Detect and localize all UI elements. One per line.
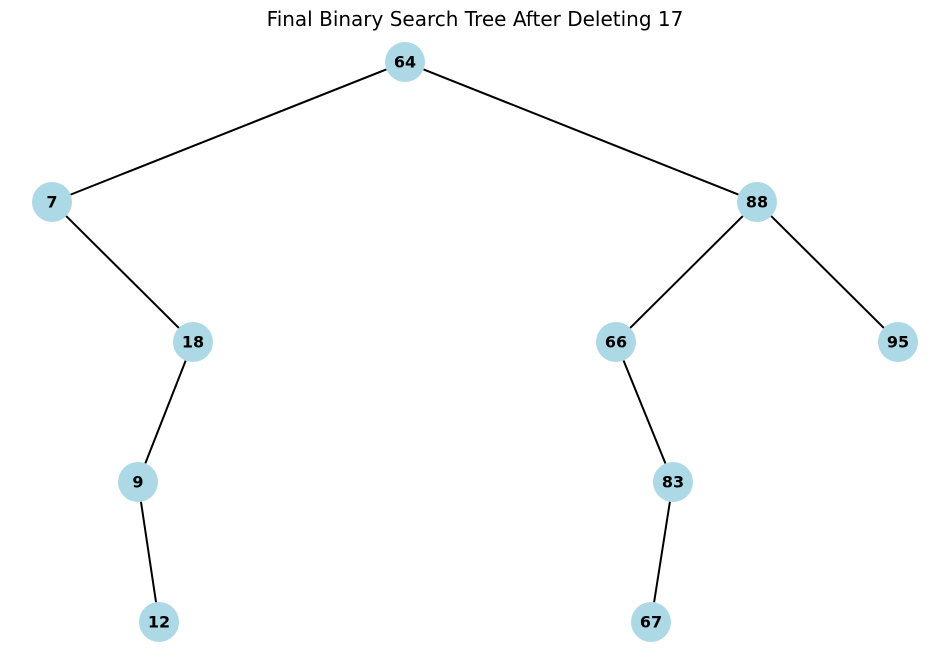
edge-64-7 — [70, 68, 387, 196]
node-circle — [631, 602, 671, 642]
node-circle — [385, 42, 425, 82]
edge-18-9 — [144, 360, 187, 464]
nodes-layer: 64 7 88 18 66 95 9 83 12 67 — [32, 42, 918, 642]
node-circle — [118, 462, 158, 502]
node-label: 88 — [746, 193, 768, 212]
tree-node-83: 83 — [653, 462, 693, 502]
tree-node-88: 88 — [737, 182, 777, 222]
edge-7-18 — [65, 215, 180, 329]
node-circle — [737, 182, 777, 222]
node-circle — [653, 462, 693, 502]
node-label: 18 — [182, 333, 204, 352]
node-circle — [173, 322, 213, 362]
tree-node-12: 12 — [139, 602, 179, 642]
tree-node-9: 9 — [118, 462, 158, 502]
node-label: 64 — [394, 53, 416, 72]
edge-66-83 — [622, 360, 667, 464]
diagram-title: Final Binary Search Tree After Deleting … — [267, 7, 684, 31]
node-circle — [878, 322, 918, 362]
edges-layer — [65, 68, 885, 603]
tree-node-18: 18 — [173, 322, 213, 362]
node-label: 7 — [46, 193, 57, 212]
node-circle — [596, 322, 636, 362]
node-label: 83 — [662, 473, 684, 492]
node-circle — [32, 182, 72, 222]
tree-node-67: 67 — [631, 602, 671, 642]
edge-88-95 — [770, 215, 885, 329]
node-label: 12 — [148, 613, 170, 632]
tree-node-66: 66 — [596, 322, 636, 362]
node-label: 9 — [132, 473, 143, 492]
node-label: 67 — [640, 613, 662, 632]
node-circle — [139, 602, 179, 642]
edge-9-12 — [139, 501, 158, 603]
edge-88-66 — [629, 215, 744, 329]
tree-node-7: 7 — [32, 182, 72, 222]
tree-node-64: 64 — [385, 42, 425, 82]
edge-64-88 — [423, 68, 739, 196]
node-label: 66 — [605, 333, 627, 352]
edge-83-67 — [653, 501, 671, 603]
tree-node-95: 95 — [878, 322, 918, 362]
node-label: 95 — [887, 333, 909, 352]
